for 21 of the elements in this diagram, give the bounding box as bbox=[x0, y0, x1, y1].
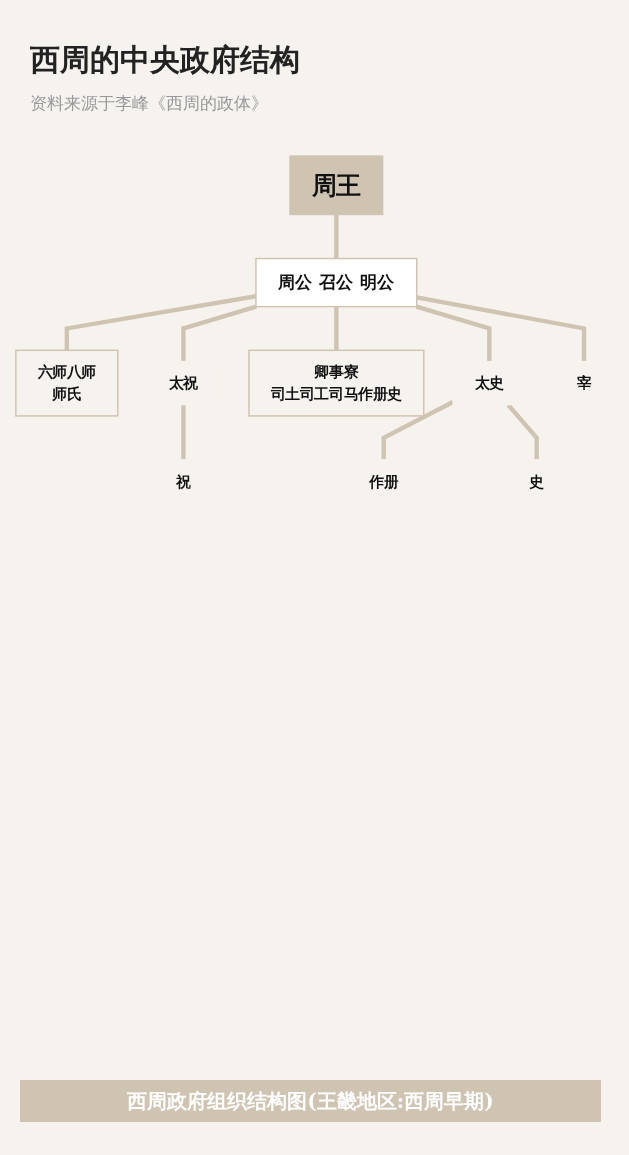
connector bbox=[506, 403, 539, 460]
title: 西周的中央政府结构 bbox=[30, 41, 300, 79]
connector bbox=[181, 404, 186, 460]
node-text: 宰 bbox=[576, 374, 592, 392]
node-box: 周王 bbox=[289, 155, 384, 216]
source-note: 资料来源于李峰《西周的政体》 bbox=[30, 92, 268, 115]
node-text: 作册 bbox=[369, 472, 399, 491]
connector bbox=[181, 304, 257, 362]
connector bbox=[334, 214, 339, 259]
connector bbox=[334, 306, 339, 351]
connector bbox=[415, 304, 492, 362]
connector bbox=[416, 295, 587, 362]
node-box: 六师八师 师氏 bbox=[15, 349, 119, 417]
node-box: 周公 召公 明公 bbox=[255, 257, 418, 308]
node-text: 太史 bbox=[474, 374, 504, 392]
node-text: 祝 bbox=[176, 472, 191, 491]
node-box: 卿事寮 司土司工司马作册史 bbox=[248, 349, 425, 417]
node-text: 史 bbox=[529, 472, 544, 491]
node-text: 太祝 bbox=[168, 374, 198, 392]
caption-banner: 西周政府组织结构图(王畿地区:西周早期) bbox=[20, 1080, 601, 1122]
connector bbox=[381, 400, 454, 460]
